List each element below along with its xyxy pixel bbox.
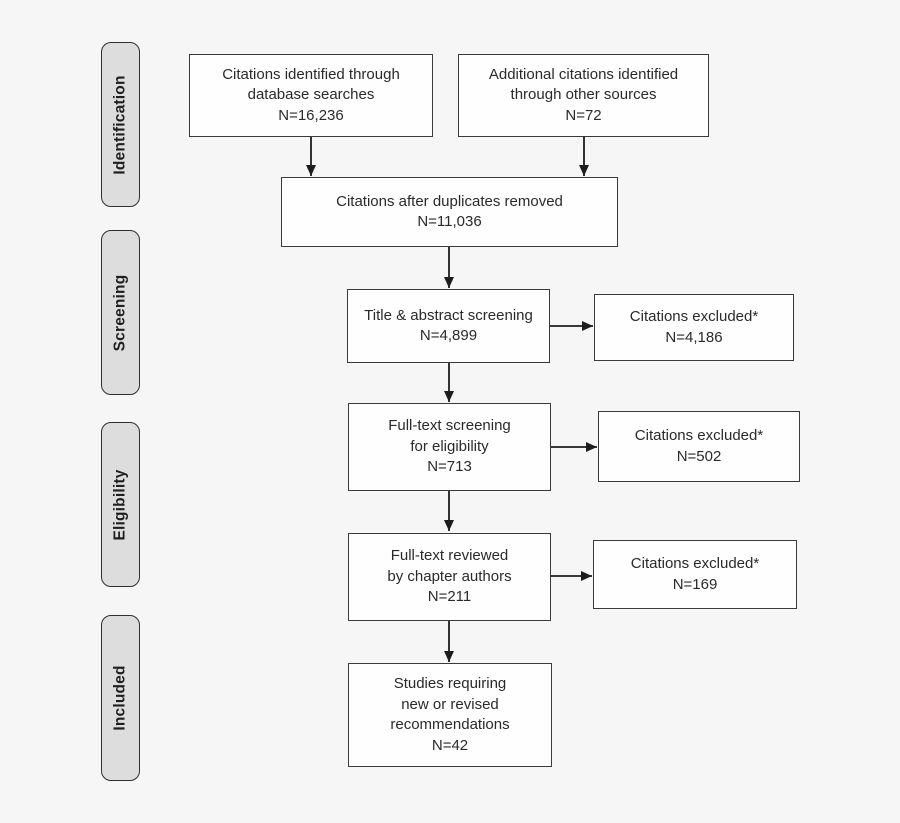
box-fulltext-reviewed: Full-text reviewed by chapter authors N=…	[348, 533, 551, 621]
stage-pill-included: Included	[101, 615, 140, 781]
stage-label-included: Included	[111, 665, 129, 731]
box-count: N=4,899	[419, 327, 478, 344]
box-citations-database-searches: Citations identified through database se…	[189, 54, 433, 137]
stage-label-eligibility: Eligibility	[111, 468, 129, 541]
stage-label-identification: Identification	[111, 74, 129, 175]
stage-pill-identification: Identification	[101, 42, 140, 207]
box-citations-after-duplicates: Citations after duplicates removed N=11,…	[281, 177, 618, 247]
box-count: N=72	[565, 106, 602, 124]
box-count: N=211	[427, 588, 472, 606]
box-studies-included: Studies requiring new or revised recomme…	[348, 663, 552, 767]
stage-label-screening: Screening	[111, 274, 129, 351]
box-text: Citations excluded*	[629, 308, 759, 325]
box-citations-other-sources: Additional citations identified through …	[458, 54, 709, 137]
box-text: Citations excluded*	[634, 427, 764, 444]
box-text: Studies requiring new or revised recomme…	[390, 675, 510, 733]
box-count: N=4,186	[665, 328, 723, 346]
box-title-abstract-screening: Title & abstract screening N=4,899	[347, 289, 550, 363]
box-count: N=169	[672, 575, 718, 593]
box-fulltext-screening: Full-text screening for eligibility N=71…	[348, 403, 551, 491]
box-text: Citations after duplicates removed	[336, 192, 563, 210]
box-count: N=11,036	[417, 213, 482, 230]
box-text: Citations identified through database se…	[222, 65, 400, 104]
box-text: Additional citations identified through …	[488, 65, 679, 104]
stage-pill-screening: Screening	[101, 230, 140, 395]
box-count: N=713	[427, 458, 472, 476]
stage-pill-eligibility: Eligibility	[101, 422, 140, 587]
box-text: Title & abstract screening	[364, 306, 533, 324]
box-excluded-fulltext-screening: Citations excluded* N=502	[598, 411, 800, 482]
box-text: Full-text screening for eligibility	[388, 417, 511, 455]
box-excluded-title-abstract: Citations excluded* N=4,186	[594, 294, 794, 361]
box-excluded-fulltext-review: Citations excluded* N=169	[593, 540, 797, 609]
box-text: Full-text reviewed by chapter authors	[387, 547, 512, 585]
box-count: N=42	[431, 736, 469, 754]
box-count: N=16,236	[278, 106, 344, 124]
box-count: N=502	[676, 447, 722, 465]
box-text: Citations excluded*	[630, 555, 760, 572]
